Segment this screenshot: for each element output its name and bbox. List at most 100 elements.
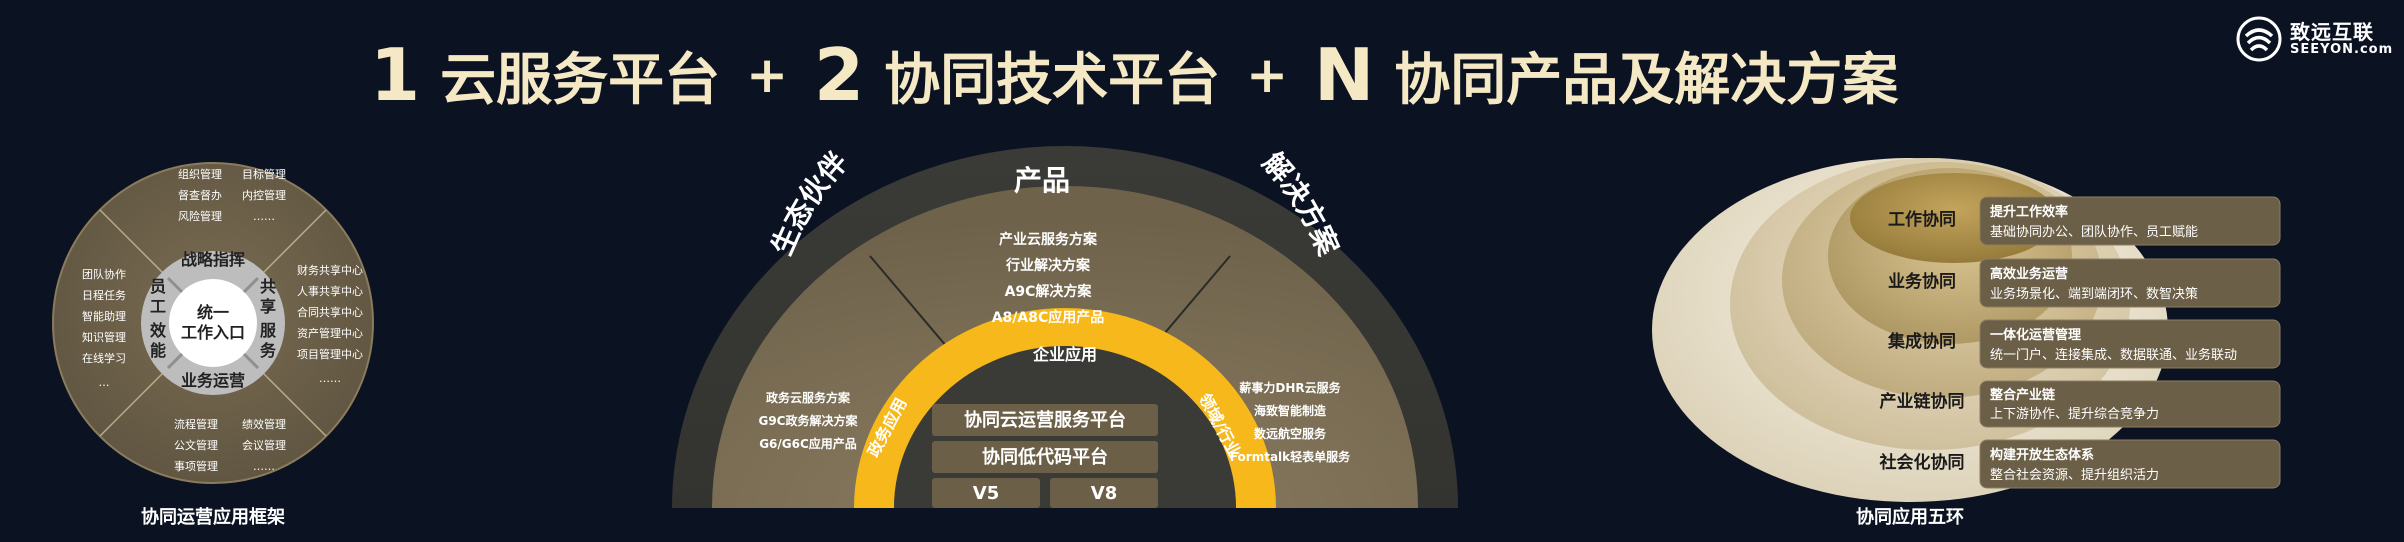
ring-level-4: 产业链协同: [1880, 391, 1965, 412]
panel-title: 构建开放生态体系: [1990, 447, 2094, 463]
platform-cloud-label: 协同云运营服务平台: [964, 409, 1126, 431]
panel-desc: 上下游协作、提升综合竞争力: [1990, 406, 2159, 422]
ring-panel: [1979, 319, 2281, 369]
rings-caption: 协同应用五环: [1856, 506, 1964, 528]
brand-logo: 致远互联 SEEYON.com: [2236, 14, 2396, 64]
sector-item: 项目管理中心: [297, 347, 363, 361]
panel-desc: 基础协同办公、团队协作、员工赋能: [1990, 225, 2198, 240]
sector-item: 公文管理: [174, 438, 218, 452]
framework-wheel: 统一 工作入口 战略指挥 业务运营 员 工 效 能 共 享 服 务 组织管理 督…: [52, 162, 374, 528]
panel-desc: 整合社会资源、提升组织活力: [1990, 467, 2159, 483]
ring-label-top: 战略指挥: [181, 250, 245, 269]
ring-panels: 提升工作效率 基础协同办公、团队协作、员工赋能 高效业务运营 业务场景化、端到端…: [1979, 196, 2281, 489]
sector-item: 流程管理: [174, 417, 218, 431]
sector-item: 目标管理: [242, 167, 286, 181]
brand-name-en: SEEYON.com: [2290, 41, 2394, 57]
sector-item: 财务共享中心: [297, 263, 363, 277]
ring-label-right-char: 享: [260, 297, 276, 316]
sector-item: 绩效管理: [242, 417, 286, 431]
title-plus-1: +: [746, 46, 789, 104]
sector-item: 合同共享中心: [297, 305, 363, 319]
arch-left-items: 政务云服务方案 G9C政务解决方案 G6/G6C应用产品: [758, 390, 858, 451]
five-rings: 工作协同 业务协同 集成协同 产业链协同 社会化协同 提升工作效率 基础协同办公…: [1652, 158, 2281, 528]
wheel-sector-top-right: 目标管理 内控管理 ……: [242, 167, 286, 223]
panel-title: 一体化运营管理: [1990, 327, 2081, 343]
center-item: A9C解决方案: [1005, 283, 1093, 300]
sector-item: ……: [319, 372, 341, 385]
sector-item: 日程任务: [82, 289, 126, 302]
ring-label-right: 共 享 服 务: [260, 277, 277, 360]
title-part-3: 协同产品及解决方案: [1394, 47, 1899, 113]
sector-item: 资产管理中心: [297, 326, 363, 340]
ring-divider: [166, 352, 184, 370]
right-item: 薪事力DHR云服务: [1239, 380, 1341, 395]
page-title: 1 云服务平台 + 2 协同技术平台 + N 协同产品及解决方案: [370, 20, 1898, 130]
wheel-sector-right: 财务共享中心 人事共享中心 合同共享中心 资产管理中心 项目管理中心 ……: [297, 263, 363, 385]
wheel-sector-bottom-left: 流程管理 公文管理 事项管理: [174, 417, 218, 473]
sector-item: ……: [253, 210, 275, 223]
ring-level-5: 社会化协同: [1879, 452, 1965, 473]
ring-label-left-char: 员: [150, 277, 166, 296]
platform-cloud: [932, 404, 1158, 436]
wheel-center: [169, 279, 257, 367]
ring-panel: [1979, 258, 2281, 308]
title-num-3: N: [1314, 33, 1375, 117]
right-item: 数远航空服务: [1254, 426, 1327, 441]
arch-band: [854, 308, 1276, 508]
ring-panel: [1979, 439, 2281, 489]
title-plus-2: +: [1246, 46, 1289, 104]
sector-item: 人事共享中心: [297, 284, 363, 298]
sector-item: 知识管理: [82, 330, 126, 344]
platform-lowcode-label: 协同低代码平台: [982, 446, 1108, 468]
center-line-2: 工作入口: [181, 323, 245, 342]
panel-desc: 统一门户、连接集成、数据联通、业务联动: [1990, 347, 2237, 363]
ring-divider: [242, 352, 260, 370]
title-part-2: 协同技术平台: [884, 47, 1221, 113]
sector-item: ……: [253, 460, 275, 473]
ring-label-right-char: 共: [260, 277, 276, 296]
sector-item: 会议管理: [242, 438, 286, 452]
ring-level-2: 业务协同: [1888, 271, 1956, 292]
version-v5: [932, 478, 1040, 508]
platform-lowcode: [932, 441, 1158, 473]
seeyon-logo-icon: [2236, 16, 2282, 62]
panel-title: 提升工作效率: [1990, 204, 2068, 220]
center-item: A8/A8C应用产品: [992, 309, 1105, 326]
ring-label-left-char: 工: [150, 297, 166, 316]
sector-item: 内控管理: [242, 188, 286, 202]
ring-panel: [1979, 380, 2281, 428]
version-v5-label: V5: [973, 483, 999, 504]
version-v8-label: V8: [1091, 483, 1117, 504]
ring-label-right-char: 务: [260, 341, 277, 360]
ring-label-right-char: 服: [260, 321, 277, 340]
ring-level-1: 工作协同: [1888, 209, 1956, 230]
right-item: 海致智能制造: [1254, 403, 1327, 418]
sector-item: 事项管理: [174, 459, 218, 473]
center-item: 产业云服务方案: [999, 231, 1098, 248]
title-num-1: 1: [370, 33, 421, 117]
arch-center-items: 产业云服务方案 行业解决方案 A9C解决方案 A8/A8C应用产品: [992, 231, 1105, 326]
ring-label-left: 员 工 效 能: [150, 277, 166, 360]
sector-item: 督查督办: [178, 188, 222, 202]
center-line-1: 统一: [197, 303, 229, 322]
left-item: G6/G6C应用产品: [759, 436, 857, 451]
arch-right-items: 薪事力DHR云服务 海致智能制造 数远航空服务 Formtalk轻表单服务: [1230, 380, 1351, 464]
title-num-2: 2: [814, 33, 865, 117]
title-part-1: 云服务平台: [440, 47, 721, 113]
ring-divider: [166, 276, 184, 294]
band-label-enterprise: 企业应用: [1032, 345, 1097, 364]
version-v8: [1050, 478, 1158, 508]
ring-level-3: 集成协同: [1887, 331, 1956, 352]
panel-desc: 业务场景化、端到端闭环、数智决策: [1990, 286, 2198, 302]
framework-caption: 协同运营应用框架: [141, 506, 285, 528]
sector-item: 在线学习: [82, 351, 126, 365]
panel-title: 高效业务运营: [1990, 266, 2068, 282]
label-products: 产品: [1014, 164, 1070, 197]
wheel-sector-left: 团队协作 日程任务 智能助理 知识管理 在线学习 …: [82, 267, 126, 389]
wheel-sector-top-left: 组织管理 督查督办 风险管理: [178, 167, 222, 223]
left-item: G9C政务解决方案: [758, 413, 858, 428]
product-arch: 生态伙伴 产品 解决方案 产业云服务方案 行业解决方案 A9C解决方案 A8/A…: [672, 146, 1458, 508]
center-item: 行业解决方案: [1005, 257, 1091, 274]
